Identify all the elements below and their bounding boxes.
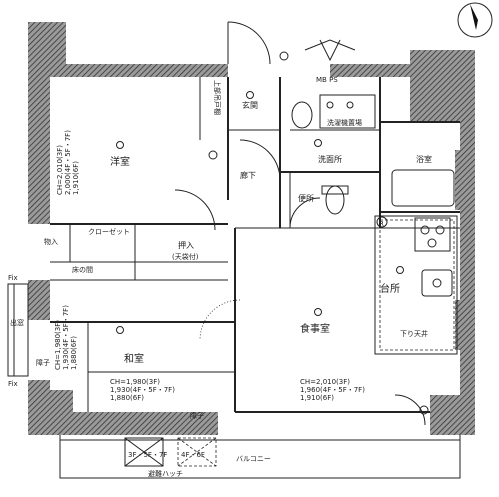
svg-text:1,960(4F・5F・7F): 1,960(4F・5F・7F) (300, 386, 365, 394)
outlet-icon (208, 150, 218, 160)
label-washer-area: 洗濯機置場 (327, 118, 362, 127)
exterior-walls (28, 22, 475, 435)
label-balcony: バルコニー (236, 455, 271, 463)
svg-text:1,910(6F): 1,910(6F) (300, 394, 334, 402)
svg-text:1,880(6F): 1,880(6F) (70, 336, 78, 370)
label-fix-bottom: Fix (8, 380, 18, 388)
svg-text:1,930(4F・5F・7F): 1,930(4F・5F・7F) (110, 386, 175, 394)
svg-text:CH=2,010(3F): CH=2,010(3F) (300, 378, 350, 386)
label-range-hood: R (379, 220, 384, 228)
label-oshiire: 押入 (178, 240, 194, 250)
svg-text:1,930(4F・5F・7F): 1,930(4F・5F・7F) (62, 305, 70, 370)
fixtures (124, 51, 453, 467)
room-label-bathroom: 浴室 (416, 154, 432, 164)
label-lowered-ceiling: 下り天井 (400, 329, 428, 338)
washing-machine-icon (319, 94, 376, 129)
label-mbps: MB PS (316, 76, 338, 84)
room-label-western: 洋室 (110, 155, 130, 168)
door-swing-icon (289, 197, 321, 229)
ceiling-height-japanese: CH=1,980(3F) 1,930(4F・5F・7F) 1,880(6F) (110, 378, 175, 402)
sink-icon (421, 269, 453, 297)
door-swing-icon (174, 189, 216, 231)
label-bay-window: 出窓 (10, 318, 24, 327)
entrance-door (227, 21, 356, 65)
label-closet: クローゼット (88, 227, 130, 236)
svg-text:1,880(6F): 1,880(6F) (110, 394, 144, 402)
label-hatch-floors-2: 4F・6F (181, 451, 205, 459)
label-fix-top: Fix (8, 274, 18, 282)
svg-text:CH=2,010(3F): CH=2,010(3F) (56, 145, 64, 195)
room-markers (116, 91, 404, 334)
ceiling-height-western: CH=2,010(3F) 2,000(4F・5F・7F) 1,910(6F) (56, 130, 80, 195)
label-shoji-2: 障子 (190, 411, 204, 420)
toilet-icon (325, 185, 345, 215)
svg-text:CH=1,980(3F): CH=1,980(3F) (54, 320, 62, 370)
sink-icon (291, 101, 313, 129)
label-hatch-floors-1: 3F・5F・7F (128, 451, 167, 459)
ceiling-height-japanese-side: CH=1,980(3F) 1,930(4F・5F・7F) 1,880(6F) (54, 305, 78, 370)
outlet-icon (419, 405, 429, 415)
stove-icon (414, 217, 451, 252)
outlet-icon (279, 51, 289, 61)
svg-text:CH=1,980(3F): CH=1,980(3F) (110, 378, 160, 386)
room-label-corridor: 廊下 (240, 170, 256, 180)
north-arrow-icon (457, 2, 493, 38)
label-upper-cabinet: 上部吊戸棚 (213, 80, 222, 115)
label-storage: 物入 (44, 237, 58, 246)
labels: 洋室 和室 食事室 台所 玄関 洗面所 浴室 便所 廊下 クローゼット 物入 押… (8, 76, 432, 478)
interior-walls (7, 77, 461, 479)
svg-text:1,910(6F): 1,910(6F) (72, 161, 80, 195)
room-label-entrance: 玄関 (242, 100, 258, 110)
room-label-kitchen: 台所 (380, 282, 400, 295)
label-shoji-1: 障子 (36, 358, 50, 367)
label-tenbukuro: (天袋付) (172, 252, 199, 261)
label-tokonoma: 床の間 (72, 265, 93, 274)
ceiling-height-dining: CH=2,010(3F) 1,960(4F・5F・7F) 1,910(6F) (300, 378, 365, 402)
svg-text:2,000(4F・5F・7F): 2,000(4F・5F・7F) (64, 130, 72, 195)
door-swing-icon (239, 139, 281, 181)
room-label-toilet: 便所 (298, 193, 314, 203)
label-escape-hatch: 避難ハッチ (148, 469, 183, 478)
room-label-dining: 食事室 (300, 322, 330, 335)
room-label-japanese: 和室 (124, 352, 144, 365)
room-label-washroom: 洗面所 (318, 154, 342, 164)
